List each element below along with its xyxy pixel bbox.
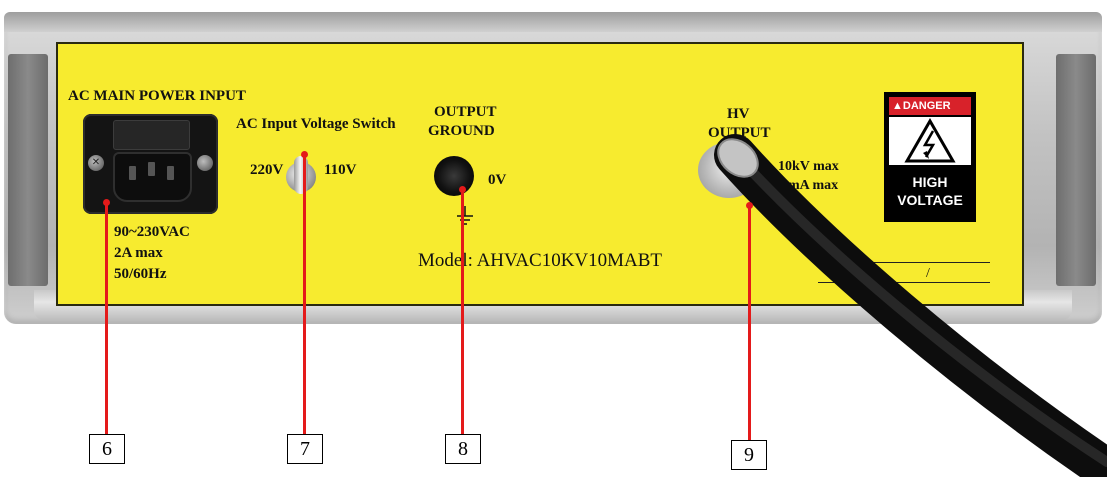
signature-slash: / <box>926 266 930 281</box>
ac-spec-frequency: 50/60Hz <box>114 266 167 282</box>
fuse-holder[interactable] <box>113 120 190 150</box>
ac-main-power-input-label: AC MAIN POWER INPUT <box>68 88 246 104</box>
ac-spec-voltage: 90~230VAC <box>114 224 190 240</box>
signature-line <box>858 262 990 263</box>
hv-spec-voltage: 10kV max <box>778 159 839 174</box>
voltage-switch-110-label: 110V <box>324 162 357 178</box>
danger-header-text: DANGER <box>902 100 951 112</box>
output-ground-line2: GROUND <box>428 123 495 139</box>
danger-line2: VOLTAGE <box>897 192 963 208</box>
iec-socket <box>113 152 192 202</box>
callout-9-box: 9 <box>731 440 767 470</box>
warning-icon: ▲ <box>892 100 903 112</box>
ground-value-label: 0V <box>488 172 507 188</box>
danger-sign: ▲DANGER HIGH VOLTAGE <box>884 92 976 222</box>
left-foot-block <box>8 54 48 286</box>
danger-line1: HIGH <box>912 174 948 190</box>
ac-spec-current: 2A max <box>114 245 163 261</box>
right-foot-block <box>1056 54 1096 286</box>
socket-pin <box>167 166 174 180</box>
high-voltage-icon <box>904 117 956 163</box>
ground-jack[interactable] <box>434 156 474 196</box>
hv-output-line2: OUTPUT <box>708 125 771 141</box>
socket-pin <box>129 166 136 180</box>
danger-symbol-area <box>889 117 971 165</box>
danger-footer: HIGH VOLTAGE <box>889 167 971 217</box>
callout-7-leader <box>303 154 306 436</box>
voltage-switch-220-label: 220V <box>250 162 284 178</box>
voltage-switch-title: AC Input Voltage Switch <box>236 116 396 132</box>
ac-power-inlet[interactable]: ✕ <box>83 114 218 214</box>
socket-pin <box>148 162 155 176</box>
callout-6-box: 6 <box>89 434 125 464</box>
model-label: Model: AHVAC10KV10MABT <box>418 250 663 271</box>
danger-header: ▲DANGER <box>889 97 971 115</box>
callout-8-box: 8 <box>445 434 481 464</box>
hv-output-line1: HV <box>727 106 750 122</box>
screw-icon: ✕ <box>88 155 104 171</box>
output-ground-line1: OUTPUT <box>434 104 497 120</box>
callout-9-leader <box>748 205 751 442</box>
callout-6-leader <box>105 202 108 436</box>
signature-line <box>818 282 990 283</box>
callout-8-leader <box>461 189 464 436</box>
callout-7-box: 7 <box>287 434 323 464</box>
screw-icon <box>197 155 213 171</box>
housing-top-rim <box>4 12 1102 32</box>
